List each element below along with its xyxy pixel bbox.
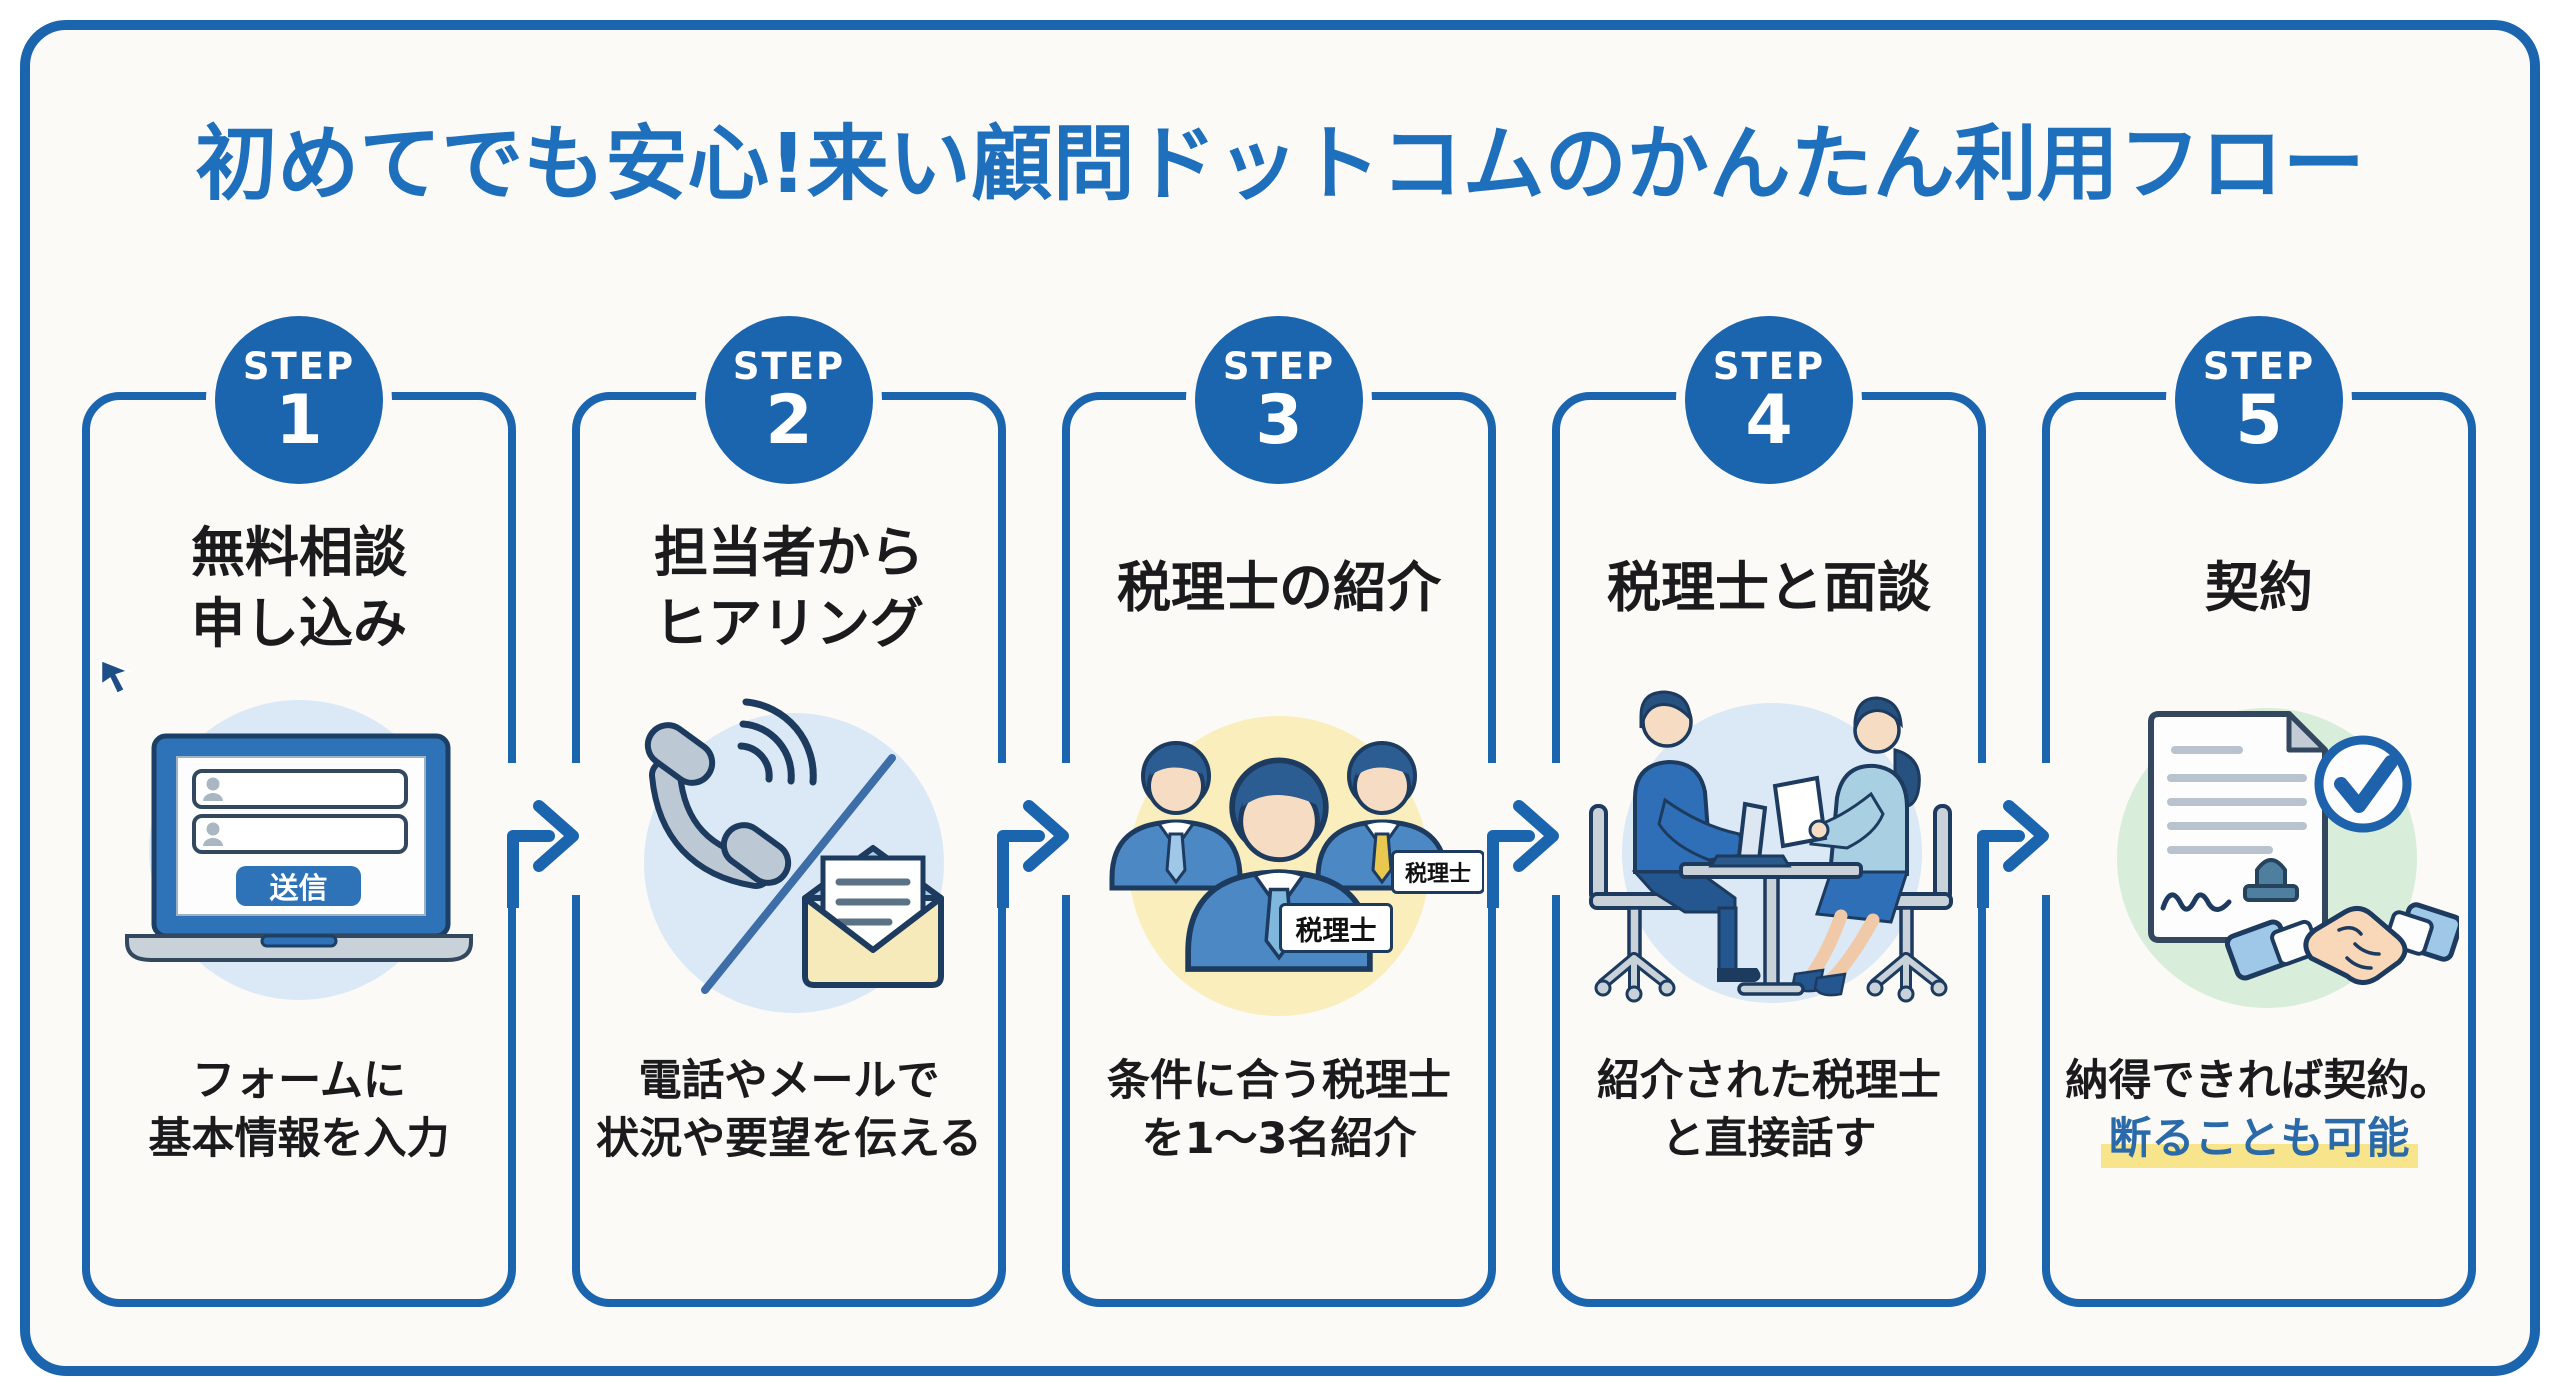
send-button-illustration: 送信 (236, 866, 361, 906)
caption-line: フォームに (192, 1056, 406, 1106)
tax-accountant-name-tag: 税理士 (1391, 850, 1485, 894)
badge-step-label: STEP (1712, 344, 1826, 388)
tax-accountant-name-tag: 税理士 (1279, 903, 1393, 953)
step-card-3: STEP 3 税理士の紹介 (1062, 316, 1496, 1307)
title-line: 税理士の紹介 (1117, 556, 1441, 619)
phone-and-mail-illustration (589, 658, 989, 1053)
step-2-caption: 電話やメールで 状況や要望を伝える (580, 1052, 998, 1168)
caption-line: 紹介された税理士 (1597, 1056, 1941, 1106)
contract-handshake-illustration (2059, 658, 2459, 1053)
caption-line: 基本情報を入力 (148, 1114, 450, 1164)
caption-line: 納得できれば契約。 (2065, 1056, 2453, 1106)
badge-step-label: STEP (2202, 344, 2316, 388)
step-card-2: STEP 2 担当者から ヒアリング (572, 316, 1006, 1307)
title-line: ヒアリング (654, 591, 924, 655)
step-card-1: STEP 1 無料相談 申し込み 送信 (82, 316, 516, 1307)
badge-step-label: STEP (242, 344, 356, 388)
step-5-caption: 納得できれば契約。 断ることも可能 (2050, 1052, 2468, 1168)
title-line: 無料相談 (191, 520, 407, 584)
step-5-badge: STEP 5 (2175, 316, 2343, 484)
title-line: 申し込み (191, 591, 407, 655)
step-4-caption: 紹介された税理士 と直接話す (1560, 1052, 1978, 1168)
flow-arrow-icon (507, 800, 579, 908)
meeting-icon (1589, 690, 1953, 1003)
caption-line: を1〜3名紹介 (1141, 1114, 1417, 1164)
caption-highlight: 断ることも可能 (2100, 1114, 2418, 1168)
caption-line: と直接話す (1661, 1114, 1877, 1164)
step-4-title: 税理士と面談 (1560, 500, 1978, 675)
caption-line: 条件に合う税理士 (1107, 1056, 1451, 1106)
caption-line: 電話やメールで (638, 1056, 940, 1106)
flow-arrow-icon (1487, 800, 1559, 908)
step-2-title: 担当者から ヒアリング (580, 500, 998, 675)
caption-line: 状況や要望を伝える (596, 1114, 982, 1164)
step-1-title: 無料相談 申し込み (90, 500, 508, 675)
title-line: 税理士と面談 (1607, 556, 1931, 619)
title-line: 担当者から (654, 520, 924, 584)
page-title: 初めてでも安心!来い顧問ドットコムのかんたん利用フロー (195, 117, 2365, 212)
badge-step-number: 5 (2235, 380, 2283, 460)
step-3-badge: STEP 3 (1195, 316, 1363, 484)
step-2-badge: STEP 2 (705, 316, 873, 484)
laptop-icon (125, 700, 473, 1000)
contract-handshake-icon (2117, 708, 2459, 1008)
badge-step-number: 1 (275, 380, 323, 460)
step-5-title: 契約 (2050, 500, 2468, 675)
step-1-badge: STEP 1 (215, 316, 383, 484)
badge-step-number: 2 (765, 380, 813, 460)
meeting-illustration (1569, 658, 1969, 1053)
step-1-caption: フォームに 基本情報を入力 (90, 1052, 508, 1168)
step-card-5: STEP 5 契約 (2042, 316, 2476, 1307)
title-line: 契約 (2205, 556, 2313, 619)
step-4-badge: STEP 4 (1685, 316, 1853, 484)
flow-arrow-icon (1977, 800, 2049, 908)
badge-step-label: STEP (1222, 344, 1336, 388)
laptop-form-illustration: 送信 (99, 658, 499, 1053)
phone-mail-icon (644, 698, 944, 1013)
cursor-icon (99, 658, 133, 696)
badge-step-number: 3 (1255, 380, 1303, 460)
step-3-caption: 条件に合う税理士 を1〜3名紹介 (1070, 1052, 1488, 1168)
step-card-4: STEP 4 税理士と面談 (1552, 316, 1986, 1307)
badge-step-number: 4 (1745, 380, 1793, 460)
flow-arrow-icon (997, 800, 1069, 908)
step-3-title: 税理士の紹介 (1070, 500, 1488, 675)
three-tax-accountants-illustration: 税理士 税理士 (1079, 658, 1485, 1053)
badge-step-label: STEP (732, 344, 846, 388)
